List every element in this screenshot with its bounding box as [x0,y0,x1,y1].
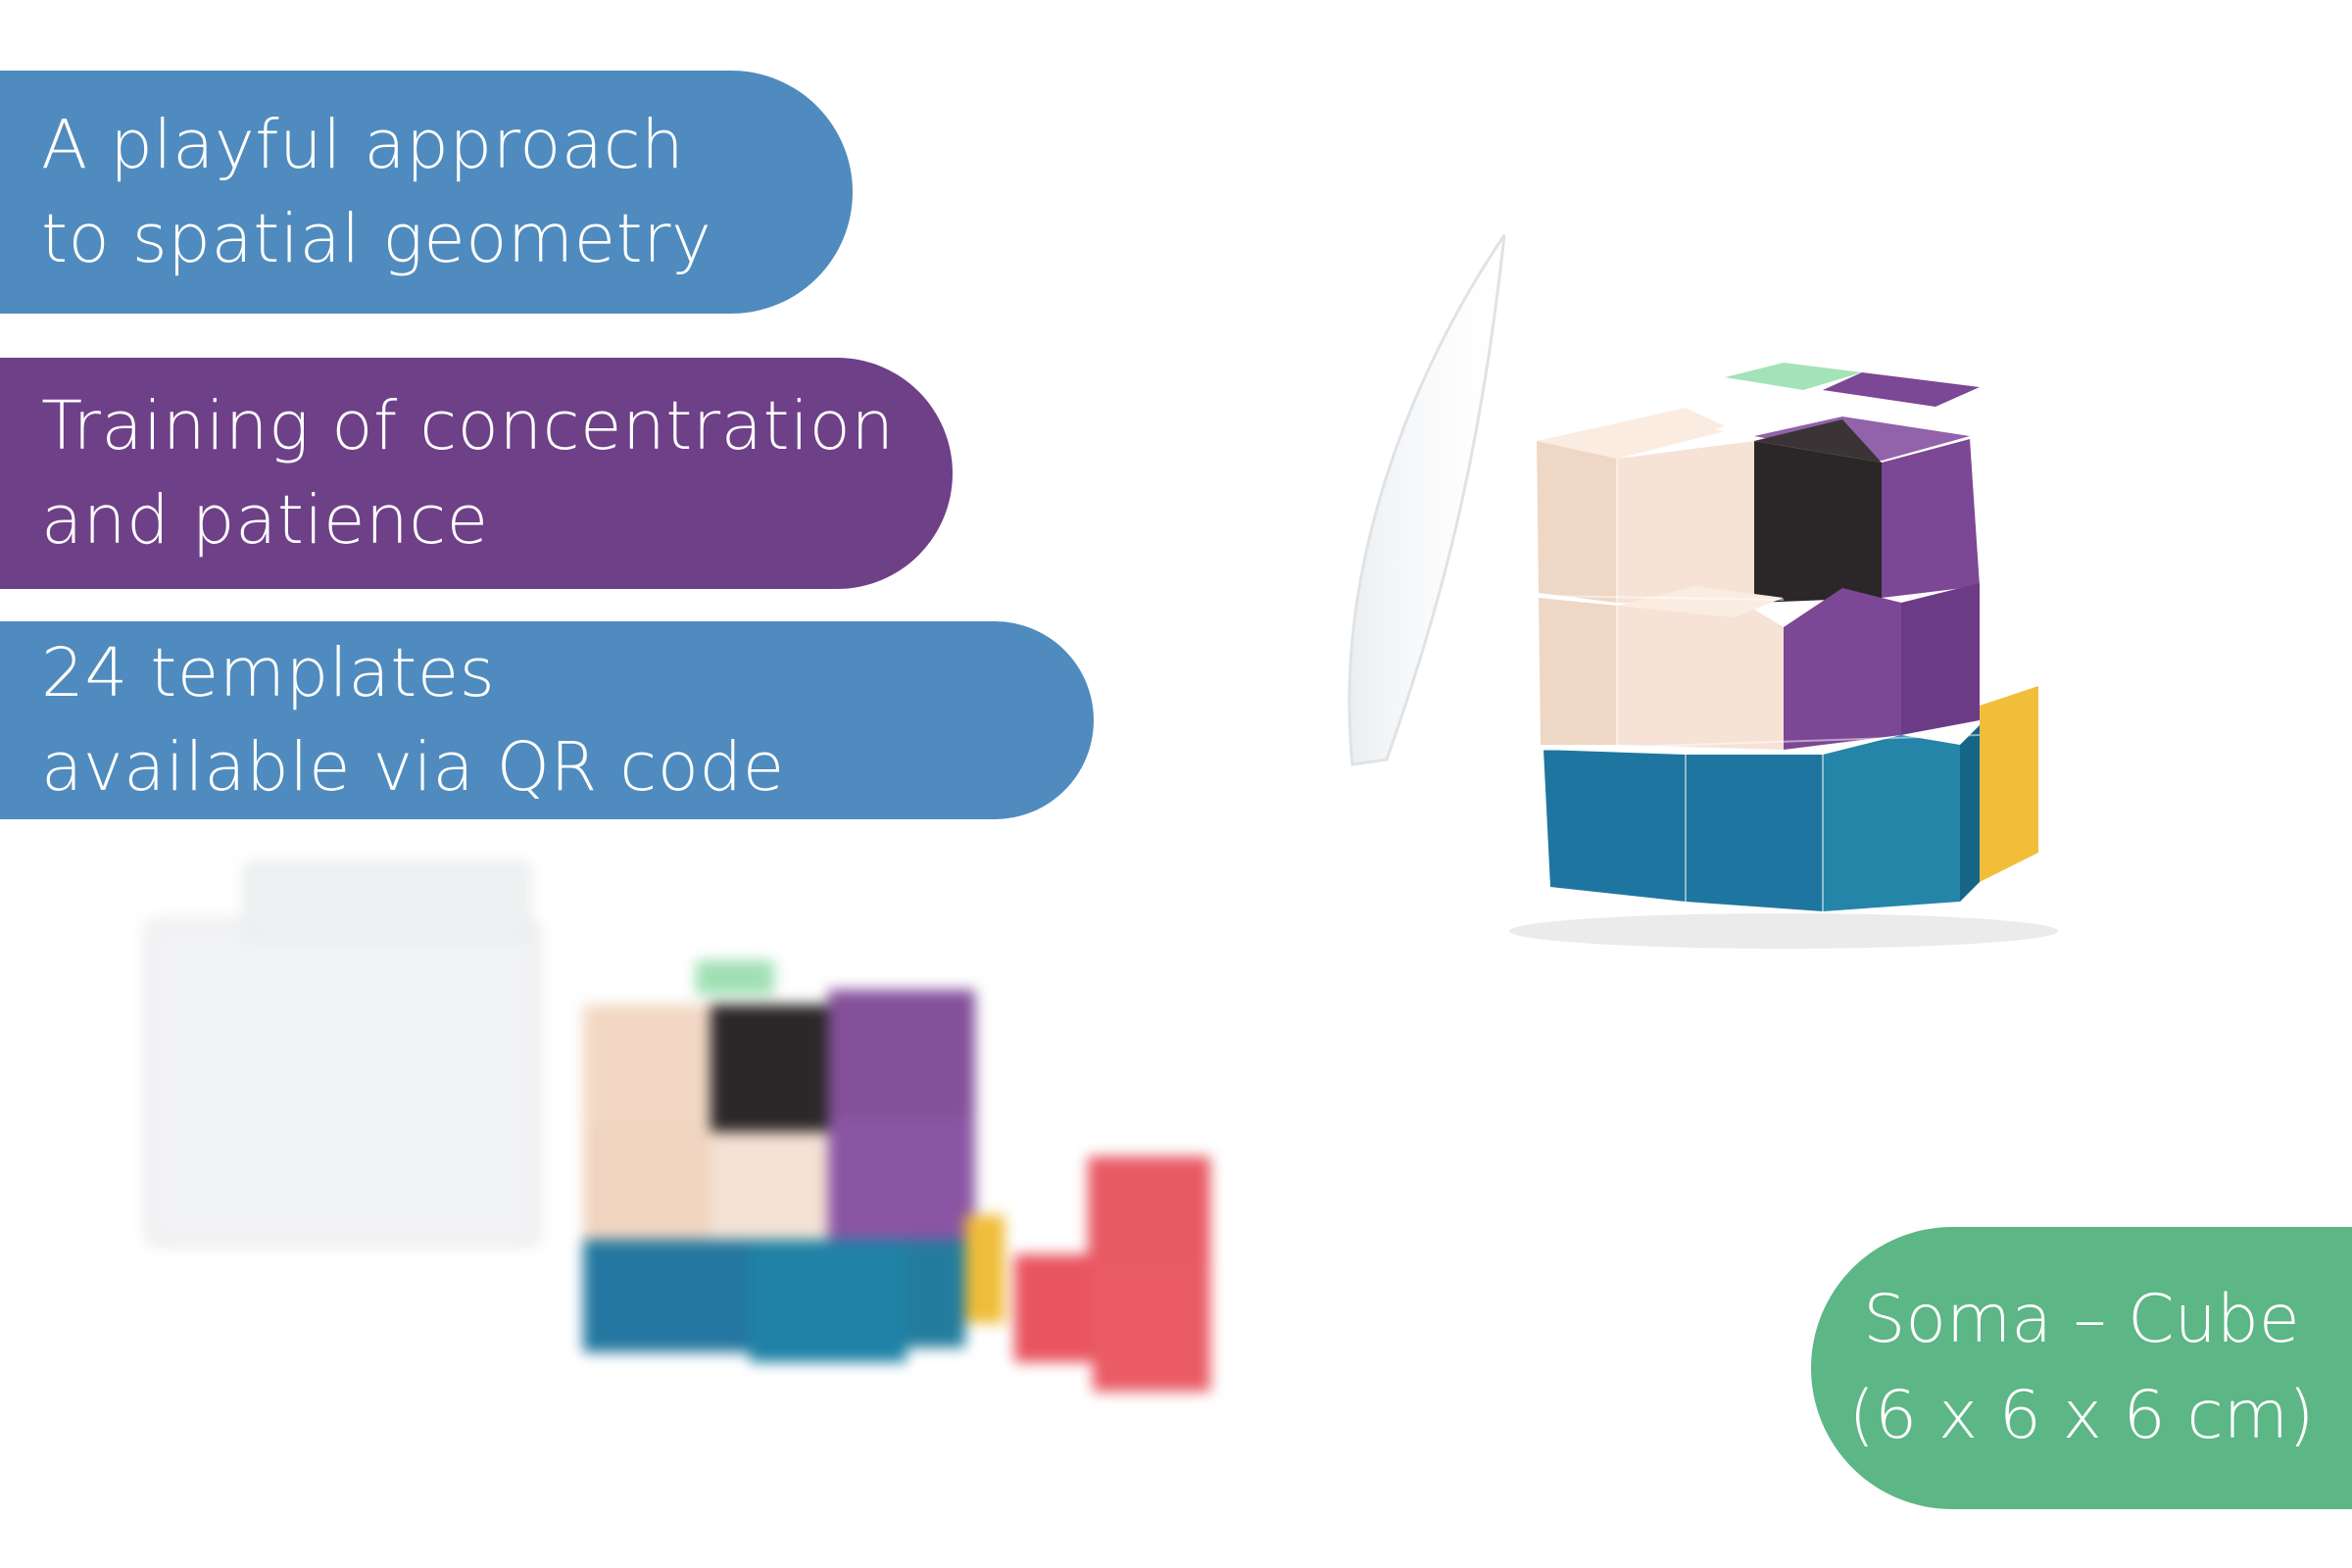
product-size: (6 x 6 x 6 cm) [1848,1377,2315,1454]
feature-line: and patience [41,481,489,560]
feature-line: A playful approach [41,106,685,184]
feature-banner-concentration: Training of concentration and patience [0,358,953,589]
feature-line: 24 templates [41,634,496,712]
product-name: Soma – Cube [1863,1281,2300,1358]
blurred-product-set-photo [145,860,1210,1392]
feature-banner-spatial-geometry: A playful approach to spatial geometry [0,71,853,314]
feature-banner-templates: 24 templates available via QR code [0,621,1094,819]
feature-line: Training of concentration [41,387,895,466]
feature-line: to spatial geometry [41,200,712,278]
soma-cube-photo [1348,234,2058,949]
feature-line: available via QR code [41,728,785,807]
product-label-banner: Soma – Cube (6 x 6 x 6 cm) [1811,1227,2352,1509]
